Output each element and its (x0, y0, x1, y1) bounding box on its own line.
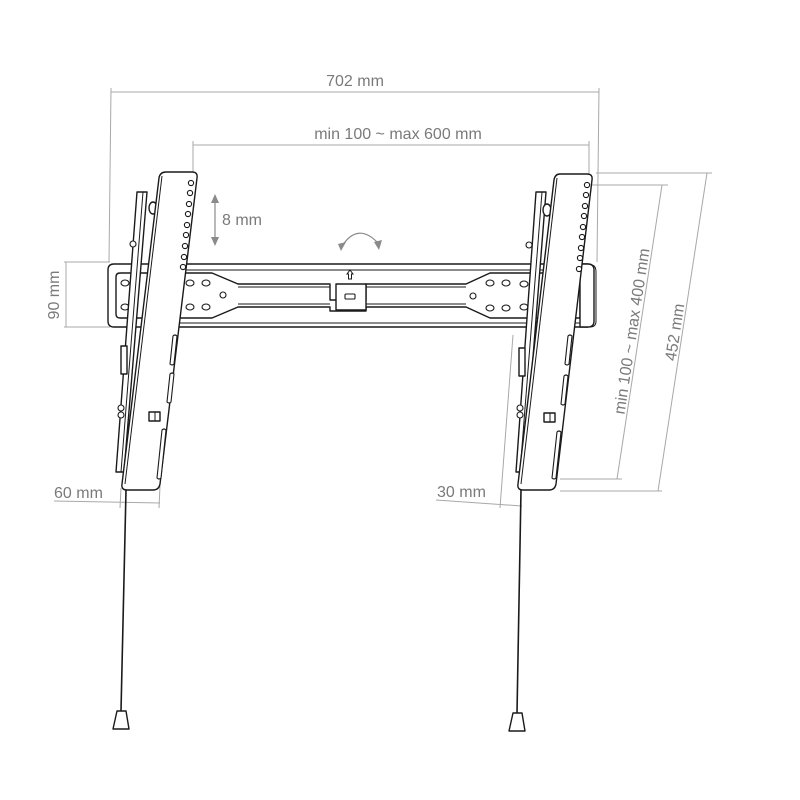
left-release-cord[interactable] (112, 489, 130, 730)
left-tilt-bracket (115, 171, 198, 491)
dimension-adjustment-step: 8 mm (211, 194, 262, 246)
left-adjustment-holes (179, 179, 195, 271)
right-adjustment-holes (575, 181, 591, 273)
tilt-rotation-arrow-icon (338, 232, 382, 251)
left-cord-weight-icon (112, 710, 130, 730)
adjustment-step-label: 8 mm (222, 212, 262, 229)
right-cord-weight-icon (508, 712, 526, 732)
dimension-tilted-distance: 30 mm (435, 334, 523, 509)
dimension-overall-width: 702 mm (108, 73, 600, 263)
vesa-horizontal-label: min 100 ~ max 600 mm (314, 126, 482, 143)
dimension-vesa-horizontal: min 100 ~ max 600 mm (192, 126, 590, 185)
wall-distance-label: 60 mm (54, 485, 103, 502)
dimension-wall-distance: 60 mm (53, 485, 161, 509)
wall-plate (107, 263, 595, 328)
overall-width-label: 702 mm (326, 73, 384, 90)
up-arrow-icon (346, 269, 354, 280)
tilted-distance-label: 30 mm (437, 484, 486, 501)
vesa-vertical-label: min 100 ~ max 400 mm (611, 247, 653, 415)
wall-plate-height-label: 90 mm (46, 271, 63, 320)
overall-height-label: 452 mm (663, 302, 689, 362)
dimension-wall-plate-height: 90 mm (46, 261, 110, 328)
right-release-cord[interactable] (508, 489, 526, 732)
right-tilt-bracket (515, 173, 597, 491)
